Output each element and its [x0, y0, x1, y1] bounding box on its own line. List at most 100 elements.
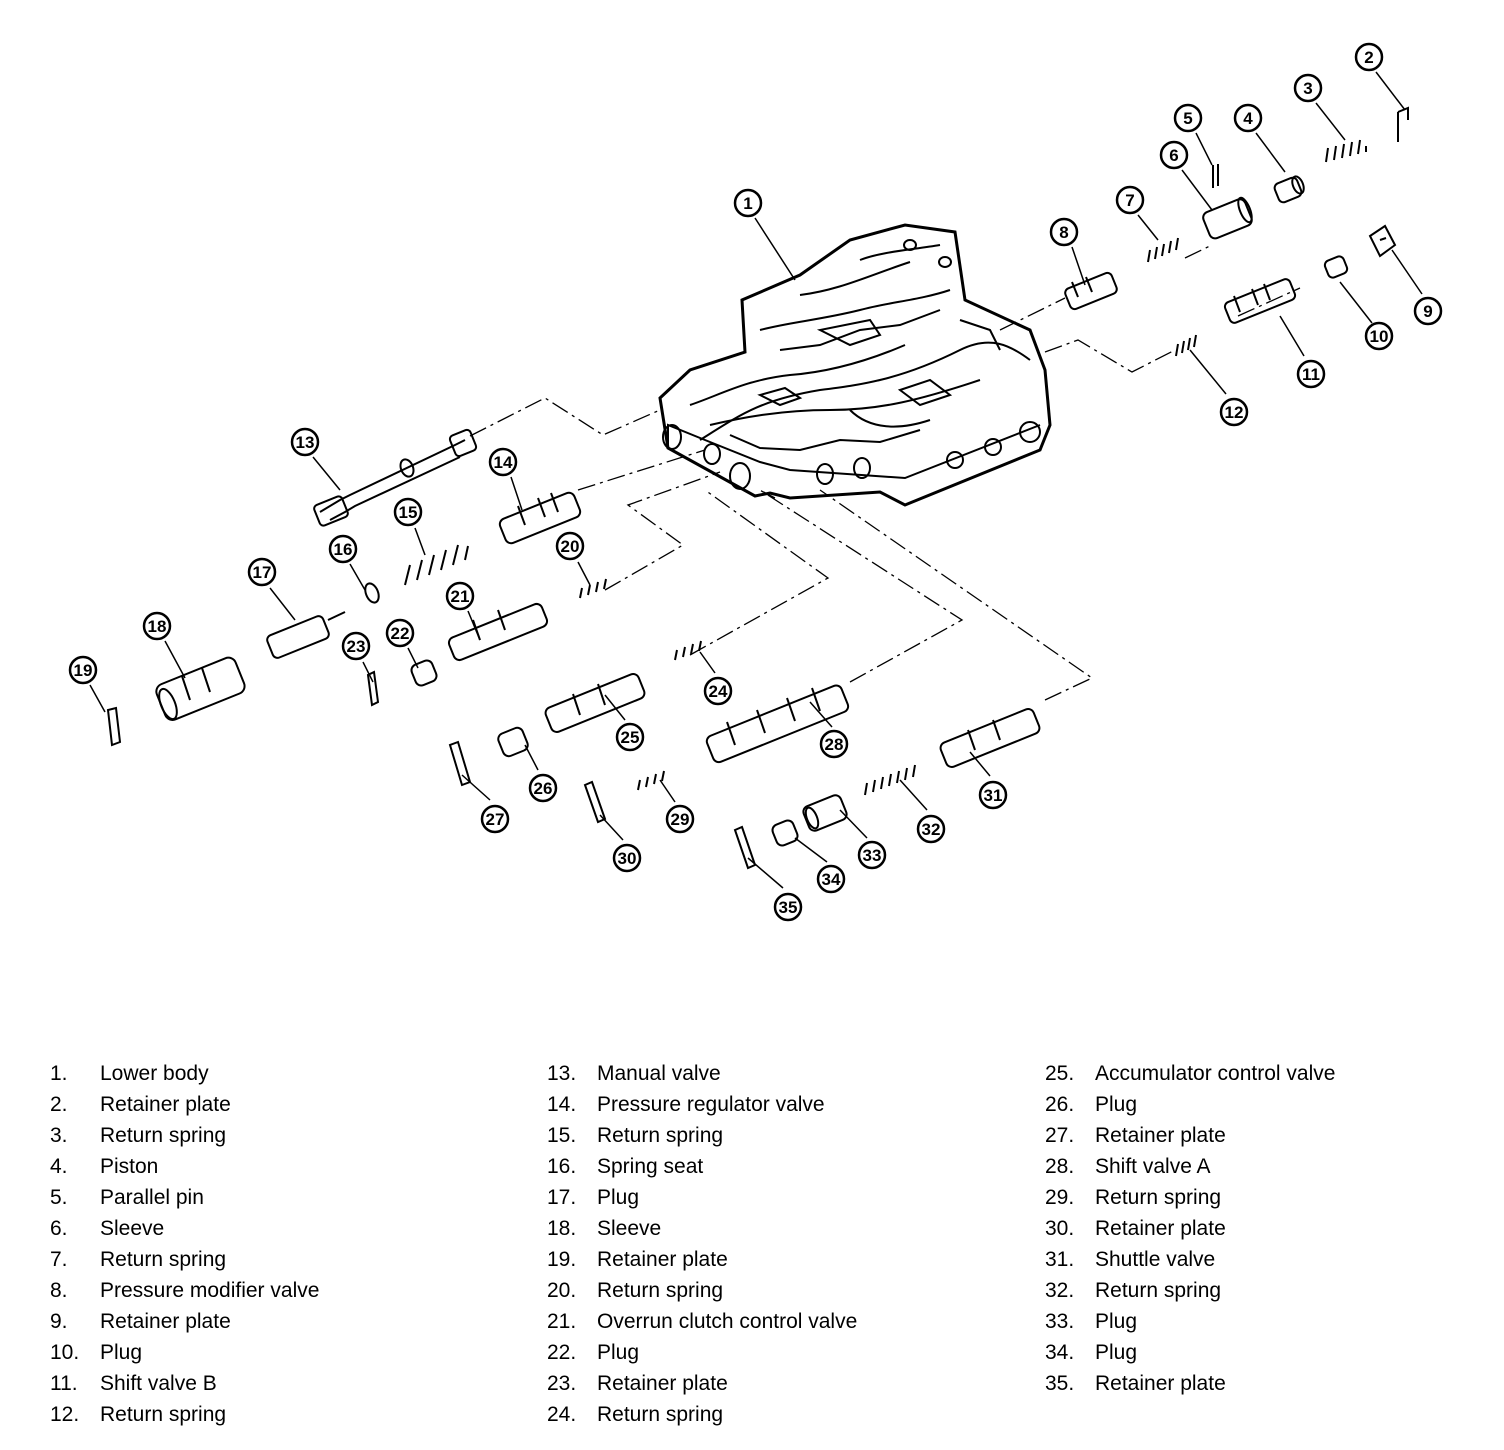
- legend-number: 19.: [547, 1248, 577, 1271]
- part-return-spring-20: [579, 578, 607, 599]
- legend-number: 18.: [547, 1217, 577, 1240]
- part-parallel-pin-5: [1212, 164, 1219, 188]
- part-pressure-regulator-valve-14: [498, 491, 582, 545]
- legend-label: Return spring: [100, 1403, 227, 1426]
- part-return-spring-24: [674, 640, 702, 661]
- part-plug-10: [1323, 255, 1349, 279]
- callout-number: 1: [743, 194, 752, 213]
- callout-circle: [68, 655, 98, 685]
- part-return-spring-3: [1325, 139, 1367, 163]
- legend-number: 17.: [547, 1186, 577, 1209]
- callout-6: 6: [1159, 140, 1189, 170]
- legend-number: 33.: [1045, 1310, 1075, 1333]
- part-plug-26: [497, 726, 529, 758]
- legend-label: Lower body: [100, 1062, 209, 1085]
- callout-number: 17: [253, 563, 272, 582]
- legend-label: Plug: [100, 1341, 143, 1364]
- part-return-spring-29: [637, 770, 665, 791]
- callout-circle: [1413, 296, 1443, 326]
- callout-circle: [1233, 103, 1263, 133]
- legend-number: 27.: [1045, 1124, 1075, 1147]
- legend-label: Parallel pin: [100, 1186, 204, 1209]
- callout-circle: [1296, 359, 1326, 389]
- callout-circle: [445, 581, 475, 611]
- legend-label: Return spring: [597, 1403, 724, 1426]
- callout-27: 27: [480, 804, 510, 834]
- part-sleeve-18: [155, 656, 246, 721]
- legend-label: Return spring: [100, 1124, 227, 1147]
- callout-circle: [1293, 73, 1323, 103]
- callout-circle: [1159, 140, 1189, 170]
- callout-circle: [857, 840, 887, 870]
- legend-number: 25.: [1045, 1062, 1075, 1085]
- callout-number: 20: [561, 537, 580, 556]
- callout-number: 24: [709, 682, 728, 701]
- part-overrun-clutch-control-valve-21: [447, 602, 549, 662]
- legend-number: 1.: [50, 1062, 68, 1085]
- callout-number: 35: [779, 898, 798, 917]
- part-retainer-plate-19: [106, 706, 122, 747]
- callout-25: 25: [615, 722, 645, 752]
- part-retainer-plate-9: [1368, 224, 1397, 258]
- callout-circle: [290, 427, 320, 457]
- legend-label: Retainer plate: [100, 1310, 231, 1333]
- callout-7: 7: [1115, 185, 1145, 215]
- legend-number: 6.: [50, 1217, 68, 1240]
- legend-label: Shift valve B: [100, 1372, 217, 1395]
- callout-number: 32: [922, 820, 941, 839]
- callout-3: 3: [1293, 73, 1323, 103]
- legend-label: Return spring: [100, 1248, 227, 1271]
- callout-35: 35: [773, 892, 803, 922]
- part-retainer-plate-30: [583, 780, 607, 824]
- callout-23: 23: [341, 631, 371, 661]
- callout-29: 29: [665, 804, 695, 834]
- part-manual-valve-13: [313, 428, 478, 527]
- legend-number: 22.: [547, 1341, 577, 1364]
- callout-14: 14: [488, 447, 518, 477]
- callout-number: 28: [825, 735, 844, 754]
- callout-5: 5: [1173, 103, 1203, 133]
- callout-number: 21: [451, 587, 470, 606]
- part-shift-valve-b-11: [1223, 278, 1297, 324]
- callout-number: 29: [671, 810, 690, 829]
- callout-12: 12: [1219, 397, 1249, 427]
- callout-number: 16: [334, 540, 353, 559]
- legend-number: 24.: [547, 1403, 577, 1426]
- legend-label: Shuttle valve: [1095, 1248, 1216, 1271]
- callout-circle: [916, 814, 946, 844]
- legend-number: 31.: [1045, 1248, 1075, 1271]
- legend-label: Retainer plate: [597, 1372, 728, 1395]
- callout-26: 26: [528, 773, 558, 803]
- callout-number: 25: [621, 728, 640, 747]
- callout-number: 5: [1183, 109, 1192, 128]
- callout-number: 4: [1243, 109, 1253, 128]
- legend-label: Return spring: [1095, 1186, 1222, 1209]
- callout-circle: [1219, 397, 1249, 427]
- callout-18: 18: [142, 611, 172, 641]
- callout-number: 19: [74, 661, 93, 680]
- legend-number: 21.: [547, 1310, 577, 1333]
- callout-30: 30: [612, 843, 642, 873]
- callout-number: 14: [494, 453, 513, 472]
- legend-number: 13.: [547, 1062, 577, 1085]
- legend-label: Overrun clutch control valve: [597, 1310, 858, 1333]
- legend-label: Return spring: [597, 1124, 724, 1147]
- callout-11: 11: [1296, 359, 1326, 389]
- legend-label: Manual valve: [597, 1062, 721, 1085]
- callout-number: 2: [1364, 48, 1373, 67]
- callout-number: 3: [1303, 79, 1312, 98]
- part-plug-33: [802, 794, 848, 832]
- callout-circle: [142, 611, 172, 641]
- callout-circle: [615, 722, 645, 752]
- assembly-lines: [469, 244, 1301, 701]
- lower-body: [658, 223, 1052, 507]
- callout-number: 9: [1423, 302, 1432, 321]
- callout-number: 7: [1125, 191, 1134, 210]
- legend-number: 30.: [1045, 1217, 1075, 1240]
- callout-24: 24: [703, 676, 733, 706]
- callout-circle: [341, 631, 371, 661]
- callout-15: 15: [393, 497, 423, 527]
- part-return-spring-15: [404, 544, 469, 586]
- part-return-spring-32: [864, 764, 916, 796]
- legend-label: Plug: [1095, 1341, 1138, 1364]
